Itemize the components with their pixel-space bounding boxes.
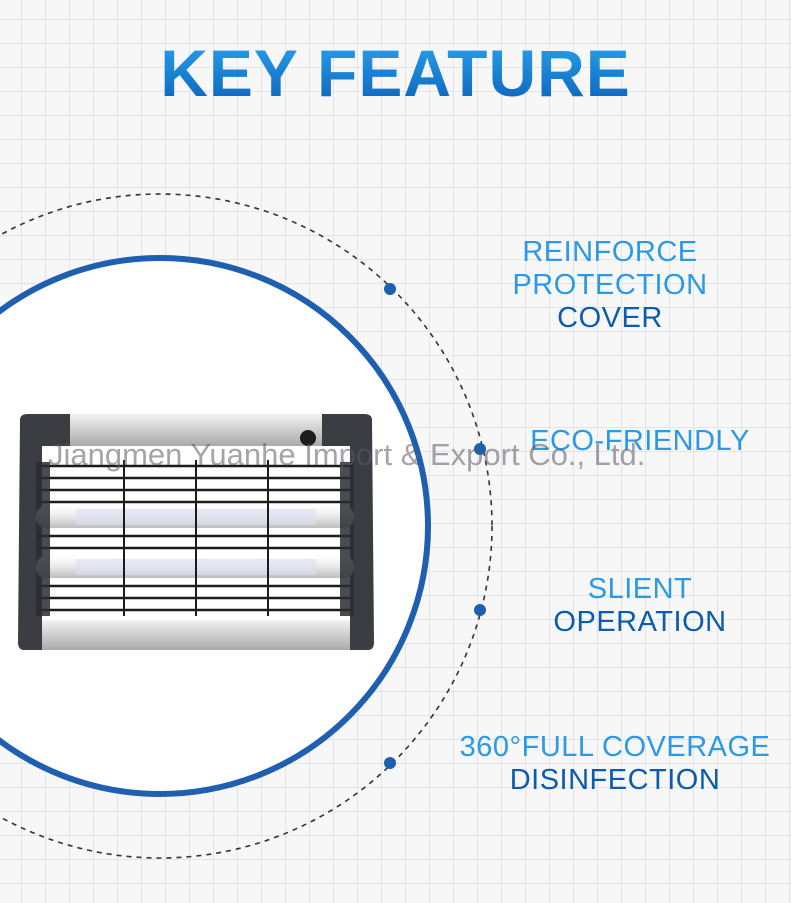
feature-silent-operation: SLIENT OPERATION [500,573,780,639]
feature-line: REINFORCE [522,236,698,268]
feature-line: ECO-FRIENDLY [530,425,750,457]
feature-full-coverage: 360°FULL COVERAGE DISINFECTION [455,731,775,797]
orbit-dot-1 [384,283,396,295]
orbit-dot-4 [384,757,396,769]
feature-line: COVER [557,302,663,334]
bug-zapper-icon [18,414,374,650]
orbit-dot-3 [474,604,486,616]
feature-line: 360°FULL COVERAGE [459,731,771,763]
watermark: Jiangmen Yuanhe Import & Export Co., Ltd… [48,437,646,472]
feature-line: SLIENT [587,573,693,605]
feature-reinforce-protection: REINFORCE PROTECTION COVER [470,236,750,335]
feature-line: PROTECTION [512,269,708,301]
page-title-shape: KEY FEATURE [160,36,631,110]
feature-line: OPERATION [553,606,727,638]
dashed-orbit [0,193,493,859]
feature-line: DISINFECTION [509,764,721,796]
orbit-dot-2 [474,443,486,455]
feature-eco-friendly: ECO-FRIENDLY [500,425,780,458]
